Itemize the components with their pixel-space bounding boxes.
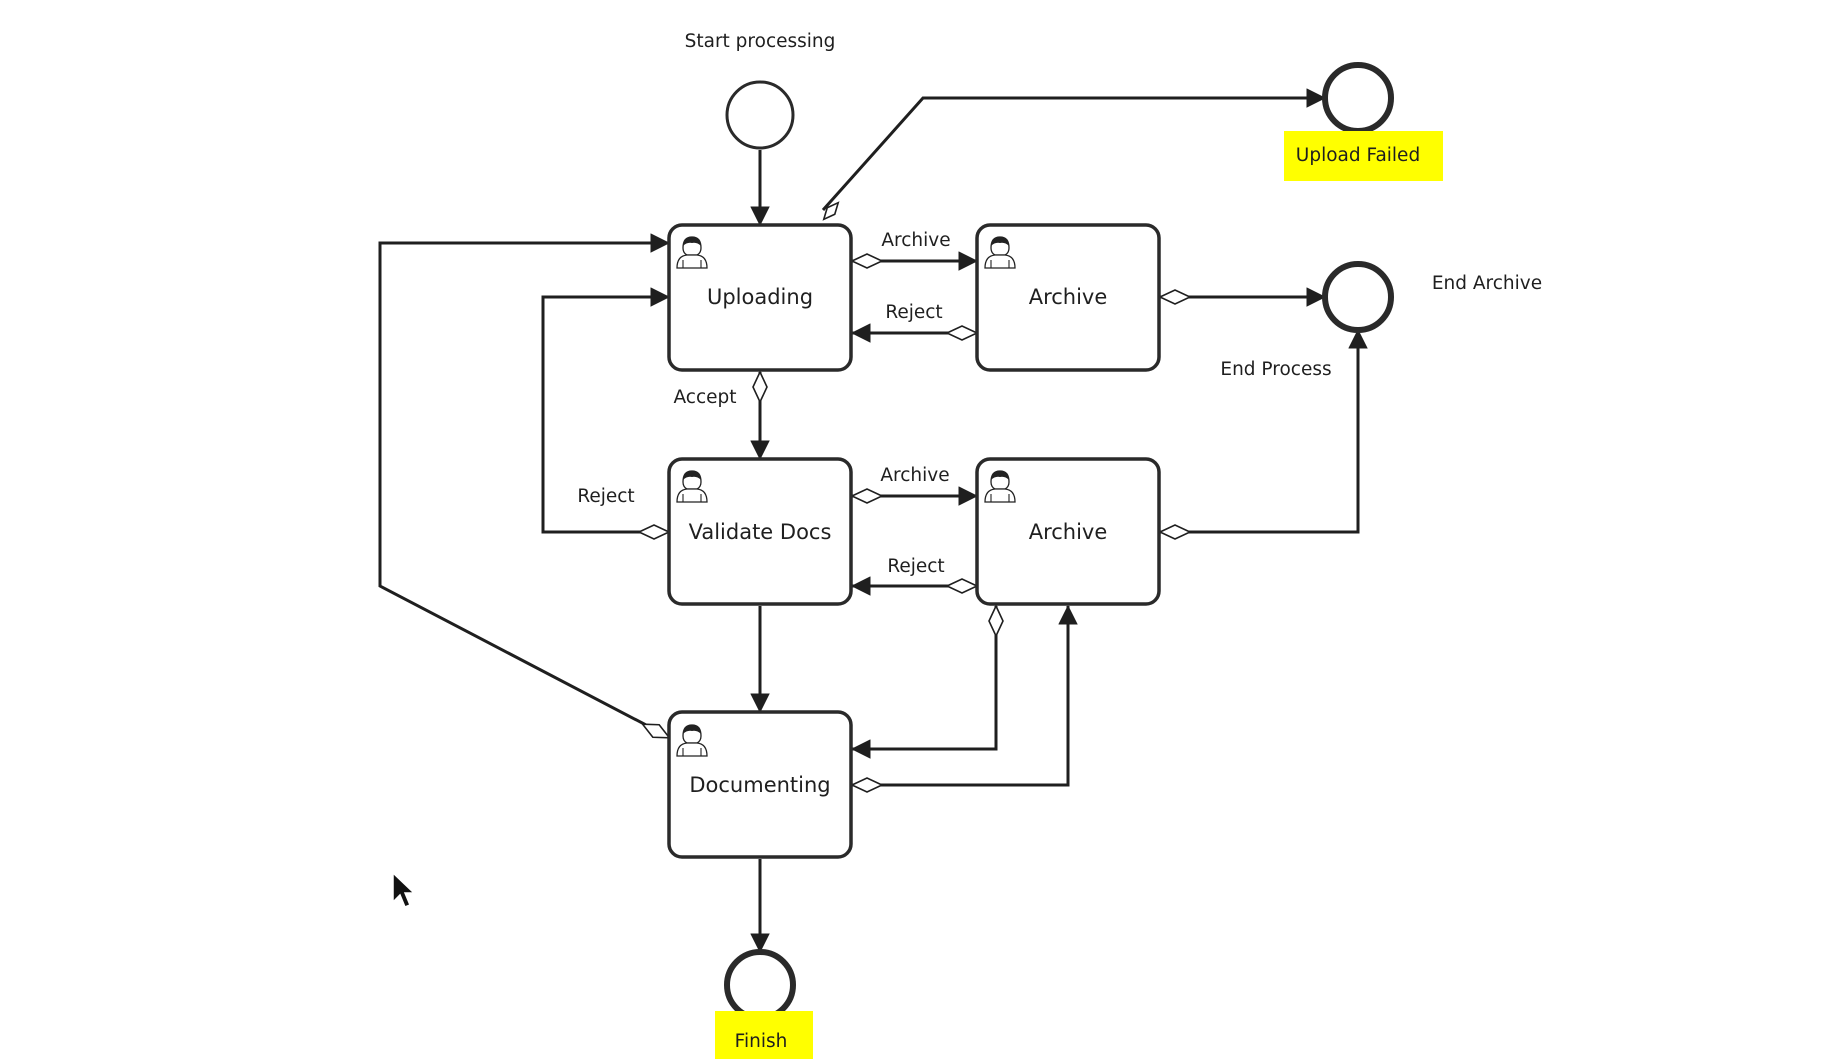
diamond-archive-reject-2 (945, 578, 979, 594)
task-label: Validate Docs (689, 520, 832, 544)
task-archive-mid[interactable]: Archive (975, 457, 1161, 606)
task-documenting[interactable]: Documenting (667, 710, 853, 859)
start-event[interactable] (725, 80, 795, 150)
task-validate-docs[interactable]: Validate Docs (667, 457, 853, 606)
end-archive-event[interactable] (1322, 261, 1394, 333)
edge-archive-to-documenting[interactable] (851, 606, 998, 759)
edge-archive-to-end-process[interactable] (1160, 329, 1368, 534)
finish-highlight (715, 1011, 813, 1059)
edges (378, 88, 1368, 953)
edge-label-accept: Accept (673, 387, 736, 408)
end-process-label: End Process (1220, 359, 1331, 380)
edge-documenting-to-archive[interactable] (852, 605, 1078, 787)
finish-event[interactable] (724, 949, 796, 1021)
association-diamonds (637, 201, 1192, 793)
edge-label-archive-2: Archive (880, 465, 949, 486)
diamond-documenting-archive (850, 777, 884, 793)
edge-validate-reject-to-uploading[interactable] (541, 287, 670, 534)
task-label: Archive (1029, 520, 1108, 544)
edge-label-reject-2: Reject (887, 556, 944, 577)
upload-failed-label: Upload Failed (1296, 145, 1420, 166)
upload-failed-highlight (1284, 131, 1443, 181)
task-label: Documenting (689, 773, 830, 797)
edge-uploading-to-upload-failed[interactable] (821, 88, 1326, 211)
diamond-archive-end-process (1158, 524, 1192, 540)
edge-label-reject-3: Reject (577, 486, 634, 507)
task-label: Uploading (707, 285, 813, 309)
upload-failed-event[interactable] (1322, 62, 1394, 134)
diamond-archive-reject (945, 325, 979, 341)
end-archive-label: End Archive (1432, 273, 1542, 294)
mouse-cursor-icon (392, 871, 416, 908)
task-label: Archive (1029, 285, 1108, 309)
diamond-uploading-archive (850, 253, 884, 269)
edge-documenting-to-uploading[interactable] (378, 233, 670, 739)
diamond-archive-documenting (988, 604, 1004, 638)
edge-label-reject-1: Reject (885, 302, 942, 323)
task-archive-top[interactable]: Archive (975, 223, 1161, 372)
diamond-validate-archive (850, 488, 884, 504)
start-event-label: Start processing (685, 31, 836, 52)
edge-label-archive-1: Archive (881, 230, 950, 251)
diamond-uploading-failed (822, 201, 840, 221)
diamond-validate-reject (637, 524, 671, 540)
diamond-uploading-accept (752, 370, 768, 404)
finish-label: Finish (735, 1031, 788, 1052)
diamond-archive-end (1158, 289, 1192, 305)
task-uploading[interactable]: Uploading (667, 223, 853, 372)
